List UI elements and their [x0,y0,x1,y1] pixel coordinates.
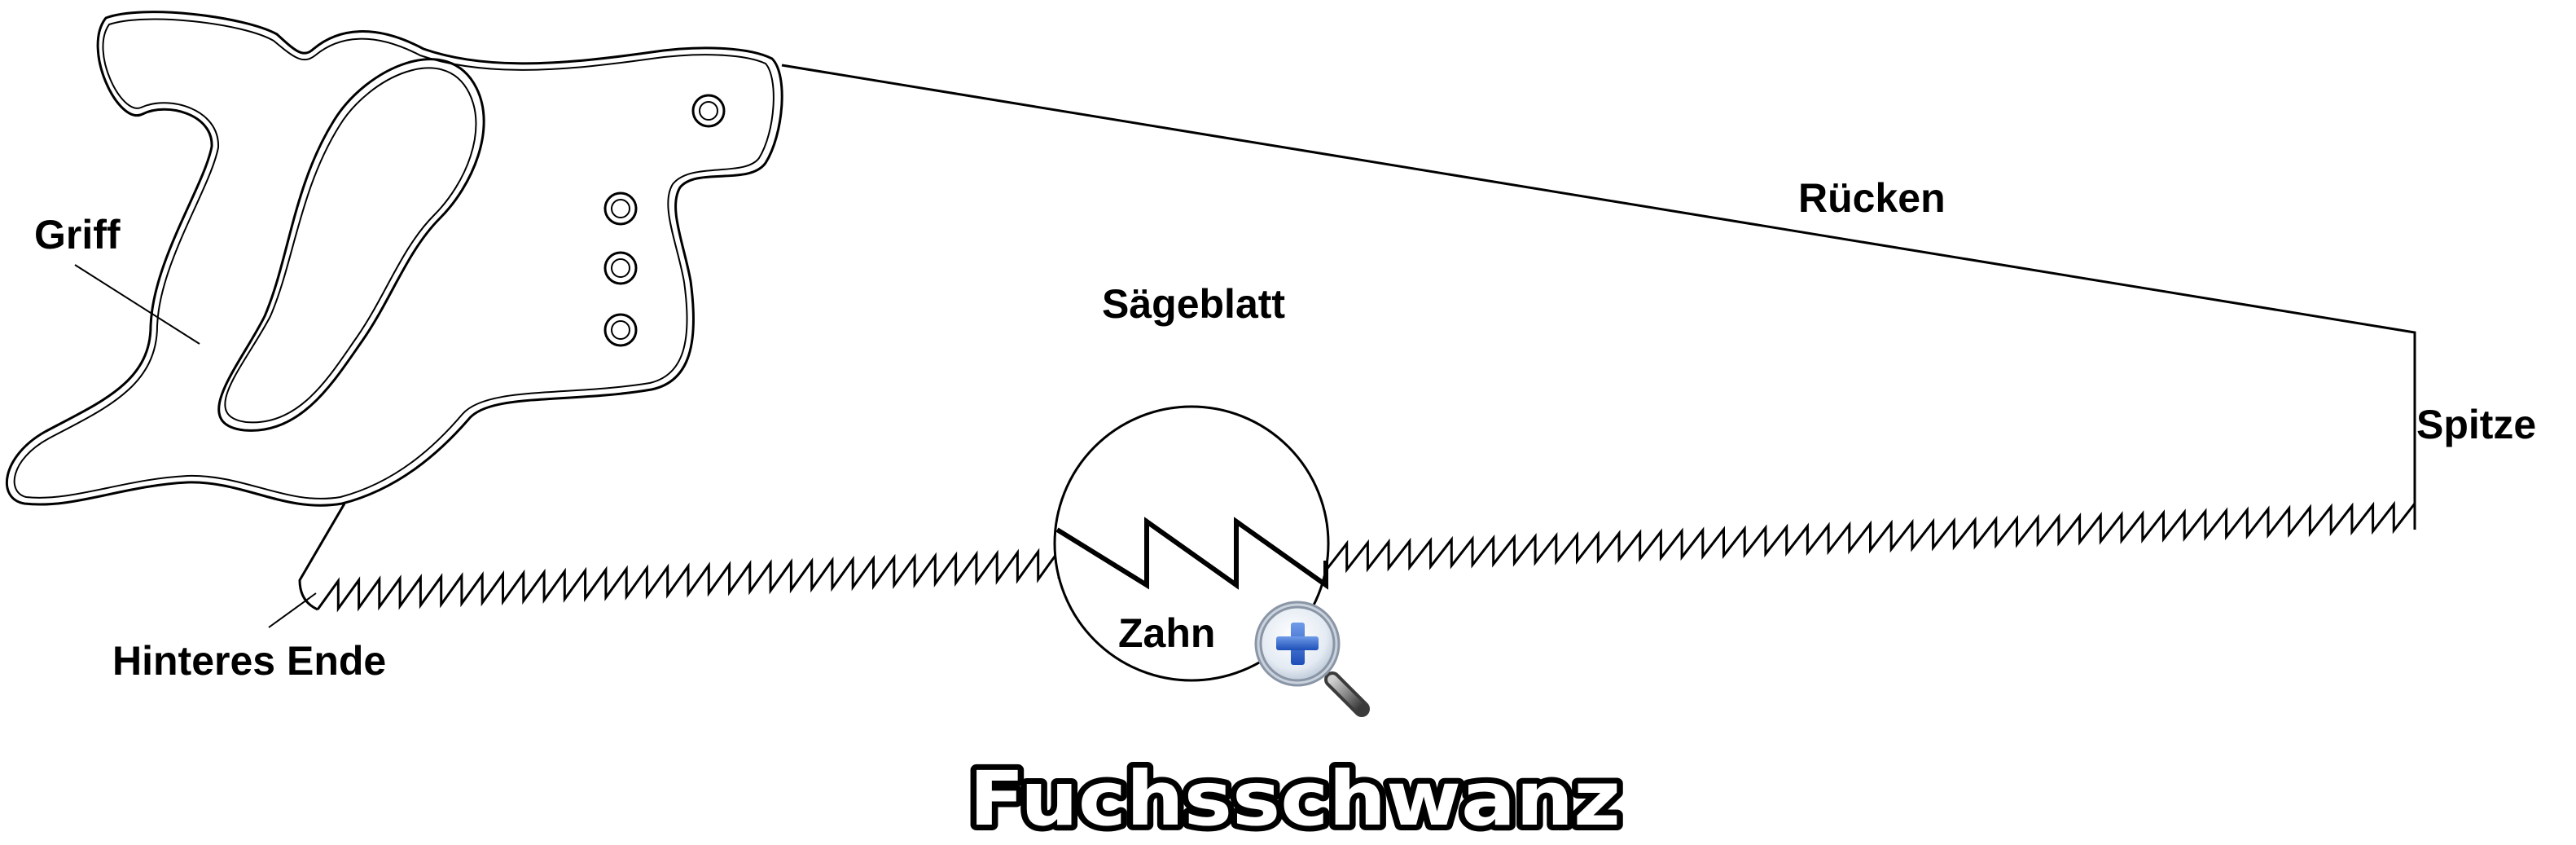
label-spitze: Spitze [2416,402,2536,447]
blade-teeth-right [1324,500,2416,574]
diagram-title: Fuchsschwanz [969,755,1621,843]
rivet-1 [603,191,638,226]
label-ruecken: Rücken [1798,175,1946,221]
label-griff: Griff [34,212,121,257]
handle-outline-outer [5,11,783,507]
blade-teeth-left [316,547,1060,613]
rivet-3 [603,313,638,347]
tooth-detail-teeth [1055,517,1328,590]
handle-grip-hole-inner [224,67,477,424]
label-zahn: Zahn [1118,610,1215,656]
blade-back-edge [781,64,2416,530]
handle-rivets [603,94,726,347]
magnifier-plus-icon[interactable] [1254,601,1370,717]
rivet-2 [603,251,638,285]
handle-grip-hole-outer [217,58,485,432]
handle-outline-inner [13,18,775,500]
label-hinteres-ende: Hinteres Ende [112,638,386,684]
tooth-detail-inset[interactable]: Zahn [1053,405,1370,717]
rivet-top [691,94,726,128]
griff-pointer-line [74,264,200,345]
saw-blade [298,64,2416,613]
tooth-detail-circle [1053,405,1330,682]
saw-handle [5,11,783,507]
hinteres-ende-pointer-line [268,592,317,628]
label-saegeblatt: Sägeblatt [1102,281,1285,327]
blade-heel-edge [298,503,346,611]
